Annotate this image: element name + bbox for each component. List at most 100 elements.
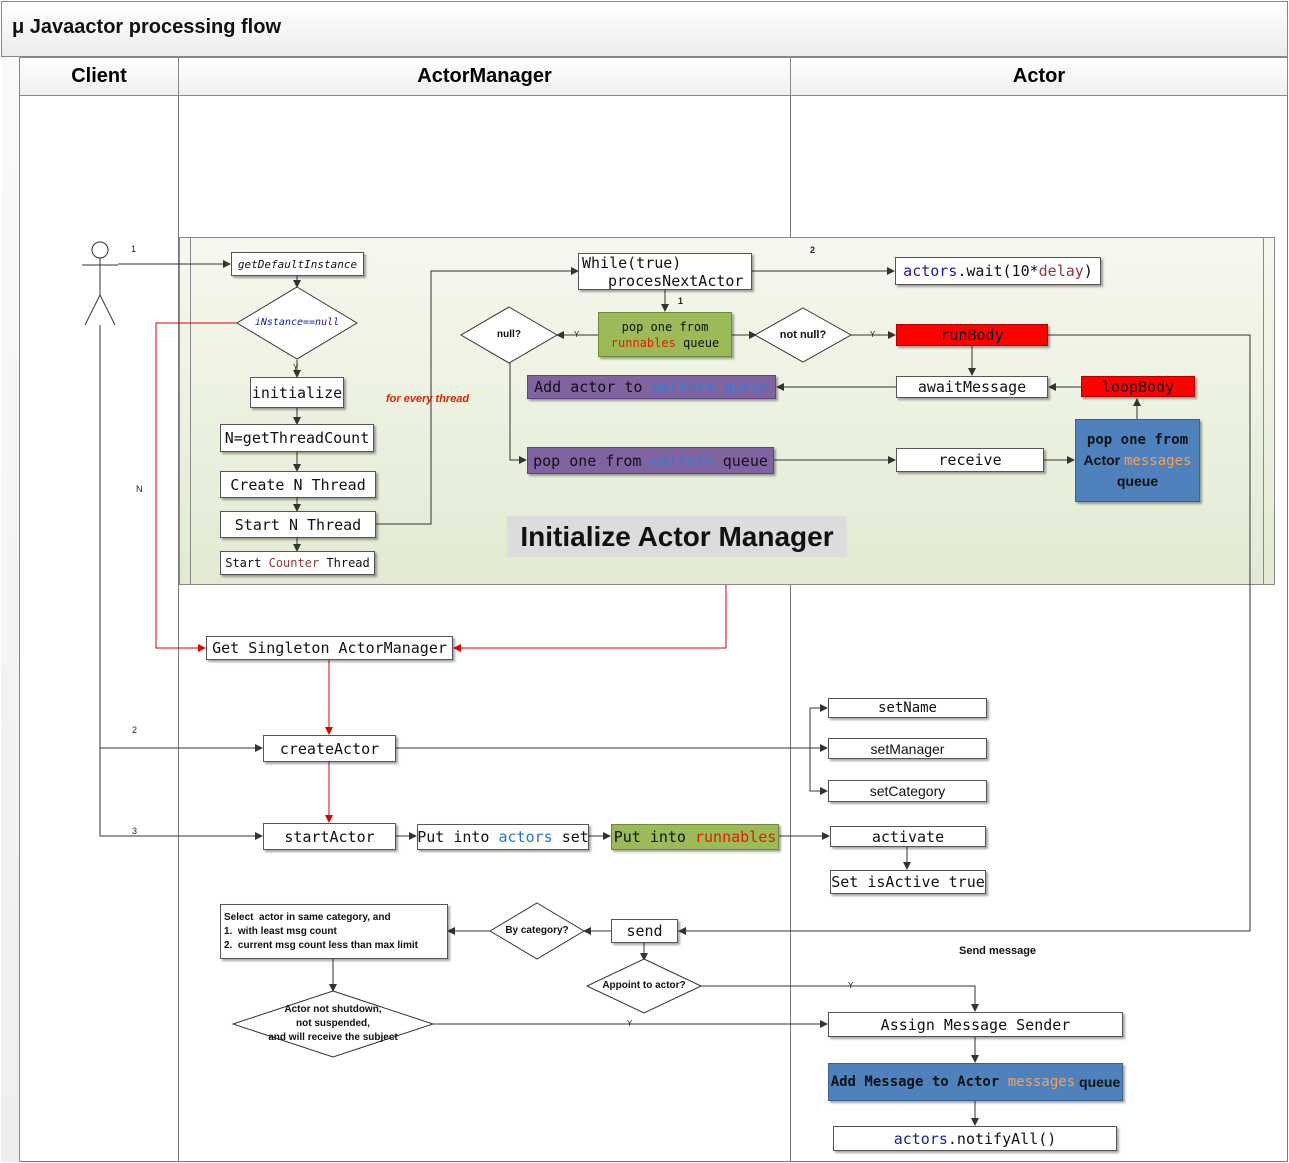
pop-waiters-node: pop one from waiters queue (527, 447, 774, 474)
pop-messages-node: pop one from Actor messages queue (1075, 419, 1200, 502)
start-counter-suffix: Thread (319, 556, 370, 570)
select-actor-line1: Select actor in same category, and (224, 911, 391, 923)
select-actor-line2: 1. with least msg count (224, 925, 337, 937)
add-message-queue-node: Add Message to Actor messages queue (828, 1063, 1123, 1101)
lane-separator (178, 96, 179, 1162)
edge-label-y: Y (870, 330, 876, 339)
actor-word: Actor (1083, 452, 1124, 468)
pop-messages-line3: queue (1116, 473, 1159, 489)
wait-close: ) (1083, 262, 1093, 280)
receive-node: receive (896, 448, 1044, 472)
assign-sender-node: Assign Message Sender (828, 1012, 1123, 1037)
init-region-title: Initialize Actor Manager (507, 516, 847, 557)
create-actor-node: createActor (263, 735, 396, 762)
actors-wait-node: actors.wait(10*delay) (895, 257, 1101, 285)
waiters-word: waiters (651, 378, 715, 396)
wait-call: .wait(10* (957, 262, 1039, 280)
null-decision: null? (497, 329, 521, 340)
set-name-node: setName (828, 698, 987, 718)
edge-label-y: Y (848, 981, 854, 990)
queue-word: queue (675, 335, 720, 350)
messages-word: messages (1124, 453, 1192, 469)
activate-node: activate (830, 826, 986, 847)
put-into-prefix: Put into (417, 828, 499, 846)
queue-word: queue (713, 451, 768, 470)
get-default-instance-node: getDefaultInstance (231, 252, 364, 276)
actors-word: actors (893, 1129, 948, 1148)
start-actor-node: startActor (263, 823, 396, 850)
lane-header-actormanager: ActorManager (178, 57, 791, 96)
add-message-prefix: Add Message to Actor (830, 1074, 1008, 1090)
edge-label-2: 2 (810, 245, 816, 255)
edge-label-2: 2 (132, 725, 138, 735)
start-counter-thread-node: Start Counter Thread (220, 551, 375, 575)
select-actor-line3: 2. current msg count less than max limit (224, 939, 418, 951)
for-every-thread-label: for every thread (386, 393, 470, 405)
edge-label-3: 3 (132, 826, 138, 836)
start-counter-prefix: Start (225, 556, 269, 570)
waiters-word: waiters (650, 451, 714, 470)
start-n-thread-node: Start N Thread (220, 511, 376, 538)
while-true-node: While(true) procesNextActor (578, 253, 752, 290)
actors-word: actors (498, 828, 553, 846)
loop-body-node: loopBody (1081, 376, 1195, 397)
select-actor-node: Select actor in same category, and 1. wi… (220, 904, 448, 959)
get-thread-count-node: N=getThreadCount (220, 424, 374, 452)
add-actor-waiters-node: Add actor to waiters queue (527, 375, 776, 399)
pop-messages-line1: pop one from (1086, 432, 1189, 448)
delay-word: delay (1038, 262, 1084, 280)
while-true-label: While(true) (582, 253, 682, 272)
runnables-word: runnables (610, 335, 676, 350)
messages-word: messages (1007, 1074, 1076, 1090)
create-n-thread-node: Create N Thread (220, 471, 376, 498)
pop-waiters-prefix: pop one from (533, 451, 651, 470)
edge-label-n: N (136, 484, 143, 494)
edge-label-y: Y (293, 363, 299, 372)
put-into-prefix: Put into (613, 828, 695, 846)
notify-all-call: .notifyAll() (947, 1129, 1057, 1148)
actors-word: actors (903, 262, 958, 280)
get-singleton-node: Get Singleton ActorManager (206, 636, 453, 660)
set-is-active-node: Set isActive true (830, 870, 986, 894)
counter-word: Counter (268, 556, 320, 570)
set-manager-node: setManager (828, 738, 987, 759)
edge-label-y: Y (627, 1019, 633, 1028)
actor-not-shutdown-line3: and will receive the subject (268, 1032, 398, 1043)
pop-messages-line2: Actor messages (1084, 450, 1192, 471)
initialize-node: initialize (250, 377, 344, 408)
runnables-word: runnables (695, 828, 777, 846)
send-node: send (611, 919, 678, 943)
lane-header-actor: Actor (790, 57, 1288, 96)
appoint-actor-decision: Appoint to actor? (602, 980, 686, 991)
left-strip (1, 57, 20, 1162)
put-runnables-node: Put into runnables (611, 824, 779, 850)
put-actors-node: Put into actors set (417, 824, 589, 850)
edge-label-1: 1 (131, 244, 137, 254)
pop-runnables-line1: pop one from (621, 319, 709, 334)
pop-runnables-line2: runnables queue (611, 335, 719, 351)
actors-notify-all-node: actors.notifyAll() (833, 1126, 1117, 1151)
title-bar (1, 1, 1288, 57)
queue-word: queue (1075, 1074, 1121, 1090)
set-word: set (552, 828, 589, 846)
await-message-node: awaitMessage (896, 376, 1048, 398)
proces-next-actor-label: procesNextActor (608, 271, 744, 290)
run-body-node: runBody (896, 324, 1048, 346)
actor-not-shutdown-decision: Actor not shutdown, not suspended, and w… (245, 1002, 421, 1046)
not-null-decision: not null? (779, 329, 827, 341)
init-region-strip (179, 237, 191, 585)
send-message-label: Send message (959, 945, 1037, 957)
edge-label-1: 1 (678, 296, 684, 306)
actor-not-shutdown-line2: not suspended, (296, 1018, 370, 1029)
lane-separator (790, 96, 791, 1162)
queue-word: queue (714, 378, 769, 396)
instance-null-decision: iNstance==null (254, 317, 340, 328)
page-title: μ Javaactor processing flow (12, 16, 281, 38)
add-actor-prefix: Add actor to (534, 378, 652, 396)
by-category-decision: By category? (505, 925, 569, 936)
init-region-strip (1263, 237, 1275, 585)
edge-label-y: Y (574, 330, 580, 339)
actor-not-shutdown-line1: Actor not shutdown, (284, 1004, 382, 1015)
